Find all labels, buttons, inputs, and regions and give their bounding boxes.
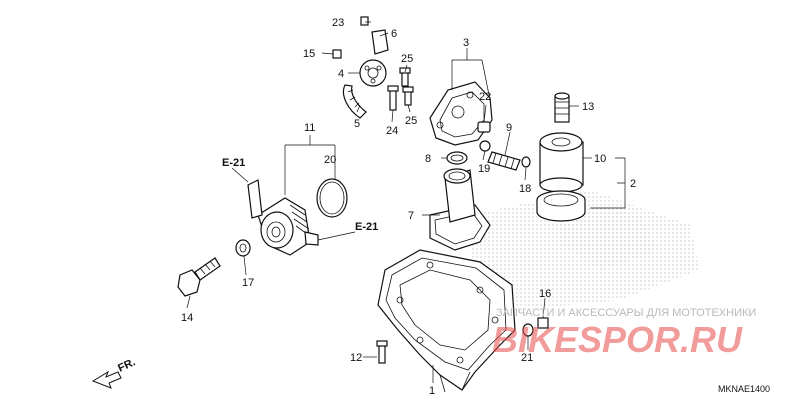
label-part-6: 6 <box>391 28 397 40</box>
washer-17-part <box>235 239 251 257</box>
bolt-25-part <box>399 67 414 106</box>
chain-part <box>342 84 367 119</box>
engine-shading <box>470 190 700 310</box>
seal-8-part <box>446 151 468 165</box>
label-part-2: 2 <box>630 178 636 190</box>
oil-pan-part <box>377 249 516 393</box>
bolt-12-part <box>376 340 388 364</box>
label-part-19: 19 <box>478 163 490 175</box>
label-part-7: 7 <box>408 210 414 222</box>
label-part-9: 9 <box>506 122 512 134</box>
label-part-3: 3 <box>463 37 469 49</box>
oil-pump-part <box>429 81 493 146</box>
label-part-25b: 25 <box>405 115 417 127</box>
label-part-14: 14 <box>181 312 193 324</box>
pin-22-part <box>477 121 491 133</box>
pipe-9-part <box>487 151 521 171</box>
o-ring-19-part <box>479 140 491 152</box>
label-part-25a: 25 <box>401 53 413 65</box>
leader-lines <box>186 21 626 383</box>
bolt-23-part <box>360 16 369 26</box>
label-part-22: 22 <box>479 91 491 103</box>
label-part-11: 11 <box>304 122 315 134</box>
oil-cooler-part <box>247 179 319 256</box>
label-part-20: 20 <box>324 154 336 166</box>
o-ring-20-part <box>316 178 348 218</box>
label-part-4: 4 <box>338 68 344 80</box>
diagram-code: MKNAE1400 <box>718 384 770 394</box>
reference-e21-hose: E-21 <box>355 221 378 233</box>
label-part-18: 18 <box>519 183 531 195</box>
oil-filter-part <box>539 132 584 193</box>
bolt-15-part <box>332 49 342 59</box>
oil-strainer-part <box>429 168 491 251</box>
label-part-15: 15 <box>303 48 315 60</box>
label-part-5: 5 <box>354 118 360 130</box>
watermark-logo: BIKESPOR.RU <box>492 319 743 360</box>
label-part-17: 17 <box>242 277 254 289</box>
label-part-12: 12 <box>350 352 362 364</box>
bolt-13-part <box>554 92 570 123</box>
label-part-23: 23 <box>332 17 344 29</box>
label-part-10: 10 <box>594 153 606 165</box>
label-part-8: 8 <box>425 153 431 165</box>
bolt-24-part <box>387 85 399 111</box>
label-part-13: 13 <box>582 101 594 113</box>
o-ring-18-part <box>521 156 531 168</box>
bolt-14-part <box>177 257 221 297</box>
label-part-1: 1 <box>429 385 435 397</box>
label-part-21: 21 <box>521 352 533 364</box>
sprocket-part <box>359 59 387 87</box>
front-arrow-icon <box>91 370 122 389</box>
filter-base-part <box>536 190 586 222</box>
label-part-16: 16 <box>539 288 551 300</box>
front-marker-label: FR. <box>116 356 137 374</box>
bracket-part <box>371 29 389 55</box>
reference-e21-cooler: E-21 <box>222 157 245 169</box>
label-part-24: 24 <box>386 125 398 137</box>
watermark-text: ЗАПЧАСТИ И АКСЕССУАРЫ ДЛЯ МОТОТЕХНИКИ <box>496 307 756 319</box>
